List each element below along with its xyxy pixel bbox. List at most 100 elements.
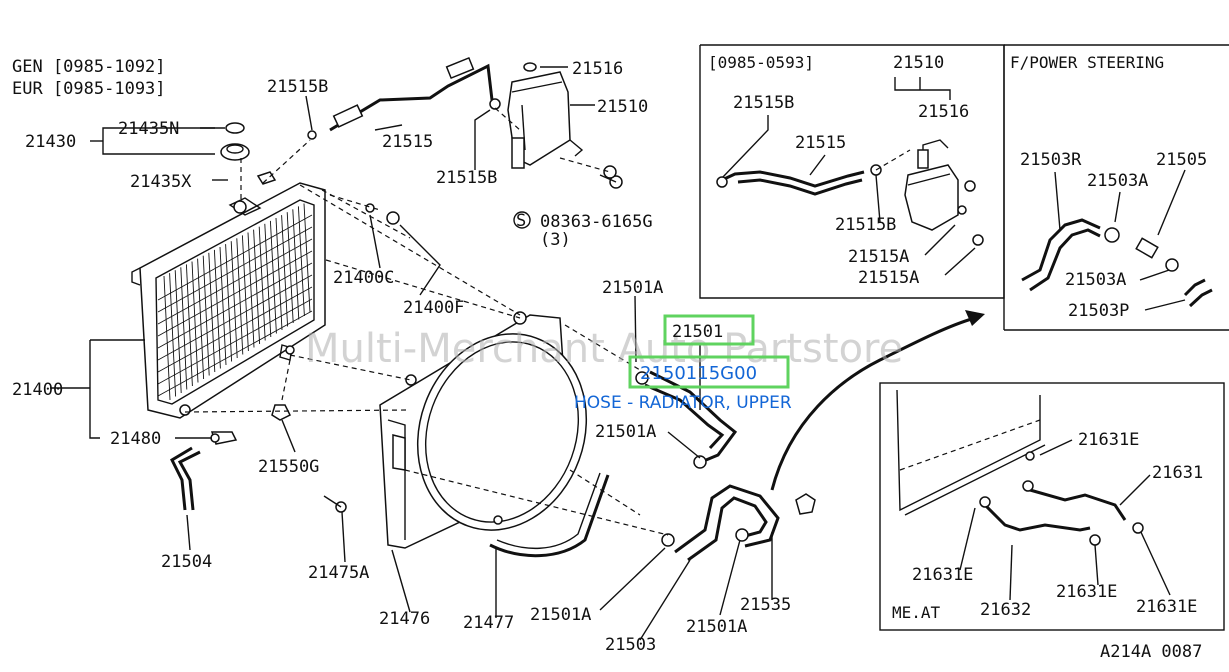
inset-at-label-21631E-d: 21631E — [1136, 597, 1197, 617]
guide-lines — [184, 107, 669, 536]
radiator-fin — [230, 241, 238, 359]
radiator-fin — [163, 275, 171, 401]
inset-ps-label-21505: 21505 — [1156, 150, 1207, 170]
inset-at-label-21631: 21631 — [1152, 463, 1203, 483]
radiator-fin — [219, 246, 227, 366]
radiator-tube — [157, 250, 313, 337]
reservoir-tank — [507, 62, 623, 189]
highlight-oem-number[interactable]: 2150115G00 — [640, 363, 757, 384]
label-21400F: 21400F — [403, 298, 464, 318]
radiator-fin — [297, 206, 305, 317]
diagram-code: A214A 0087 — [1100, 642, 1202, 662]
radiator-fin — [247, 232, 255, 348]
inset-at-label-21631E-a: 21631E — [1078, 430, 1139, 450]
label-21535: 21535 — [740, 595, 791, 615]
radiator-fin — [275, 217, 283, 331]
label-21400C: 21400C — [333, 268, 394, 288]
drain-parts — [170, 431, 238, 511]
radiator-fin — [174, 270, 182, 394]
upper-hose — [635, 370, 738, 469]
inset-early-label-21515: 21515 — [795, 133, 846, 153]
label-21515B-a: 21515B — [267, 77, 328, 97]
watermark: Multi-Merchant Auto Partstore — [305, 326, 903, 372]
radiator-fin — [303, 203, 311, 313]
inset-early-label-21515A-a: 21515A — [848, 247, 909, 267]
lower-hose — [661, 484, 780, 562]
radiator-fin — [241, 235, 249, 352]
inset-at-frame — [879, 382, 1225, 631]
inset-early-label-21515A-b: 21515A — [858, 268, 919, 288]
inset-at-title: ME.AT — [892, 603, 941, 622]
header-line-1: GEN [0985-1092] — [12, 57, 166, 77]
inset-ps-label-21503P: 21503P — [1068, 301, 1129, 321]
inset-at-label-21631E-c: 21631E — [1056, 582, 1117, 602]
main-labels: 21430 21435N 21435X 21515B 21515 21516 2… — [12, 59, 791, 655]
header-line-2: EUR [0985-1093] — [12, 79, 166, 99]
inset-at-label-21632: 21632 — [980, 600, 1031, 620]
inset-ps-frame — [1003, 44, 1229, 331]
inset-ps-label-21503R: 21503R — [1020, 150, 1082, 170]
inset-early: [0985-0593] 21510 21516 21515B 21515 215… — [708, 53, 984, 288]
radiator-tube — [157, 286, 313, 373]
highlight-box-oem[interactable] — [628, 355, 790, 389]
label-21501A-d: 21501A — [686, 617, 747, 637]
highlight-description[interactable]: HOSE - RADIATOR, UPPER — [574, 393, 792, 413]
label-21435N: 21435N — [118, 119, 179, 139]
radiator-fin — [253, 229, 261, 345]
radiator-tube — [157, 262, 313, 349]
highlight-box-part-number[interactable] — [663, 314, 755, 346]
inset-at-label-21631E-b: 21631E — [912, 565, 973, 585]
inset-early-label-21515B-b: 21515B — [835, 215, 896, 235]
inset-ps-label-21503A-b: 21503A — [1065, 270, 1126, 290]
label-21501A-b: 21501A — [595, 422, 656, 442]
inset-arrows — [770, 310, 985, 491]
inset-early-label-21516: 21516 — [918, 102, 969, 122]
label-21501A-a: 21501A — [602, 278, 663, 298]
radiator-fin — [208, 252, 216, 373]
label-21504: 21504 — [161, 552, 212, 572]
label-21480: 21480 — [110, 429, 161, 449]
svg-text:S: S — [516, 211, 526, 231]
circled-s-icon: S — [513, 211, 531, 231]
radiator-fin — [225, 244, 233, 362]
radiator-fin — [281, 215, 289, 327]
shroud-strip — [489, 472, 610, 558]
label-21501A-c: 21501A — [530, 605, 591, 625]
radiator-tube — [157, 226, 313, 313]
fan-shroud — [379, 311, 588, 549]
label-21516: 21516 — [572, 59, 623, 79]
radiator-tube — [157, 214, 313, 301]
plug-21535 — [795, 493, 816, 515]
inset-at: ME.AT 21631E 21631 21631E 21632 21631E 2… — [892, 389, 1203, 622]
overflow-hose — [307, 56, 501, 140]
label-08363: 08363-6165G — [540, 212, 653, 232]
inset-early-label-21515B-a: 21515B — [733, 93, 794, 113]
radiator-fin — [202, 255, 210, 376]
radiator-fin — [213, 249, 221, 369]
radiator-cap — [220, 122, 277, 185]
label-08363-qty: (3) — [540, 230, 571, 250]
radiator-tube — [157, 298, 313, 385]
radiator-tube — [157, 274, 313, 361]
radiator-tube — [157, 238, 313, 325]
label-21503: 21503 — [605, 635, 656, 655]
radiator-fin — [292, 209, 300, 320]
label-21477: 21477 — [463, 613, 514, 633]
label-21475A: 21475A — [308, 563, 369, 583]
radiator-drawing — [131, 182, 326, 419]
inset-ps: F/POWER STEERING 21503R 21505 21503A 215… — [1010, 53, 1213, 321]
highlight-part[interactable]: 21501 2150115G00 HOSE - RADIATOR, UPPER — [574, 314, 792, 413]
radiator-fin — [286, 212, 294, 324]
label-21476: 21476 — [379, 609, 430, 629]
small-parts — [271, 165, 617, 513]
inset-ps-title: F/POWER STEERING — [1010, 53, 1164, 72]
radiator-fin — [258, 226, 266, 341]
inset-early-label-21510: 21510 — [893, 53, 944, 73]
radiator-fin — [264, 223, 272, 338]
label-21435X: 21435X — [130, 172, 192, 192]
radiator-fin — [169, 273, 177, 397]
inset-early-title: [0985-0593] — [708, 53, 814, 72]
radiator-fin — [180, 267, 188, 390]
highlight-part-number[interactable]: 21501 — [672, 322, 723, 342]
inset-ps-label-21503A-a: 21503A — [1087, 171, 1148, 191]
